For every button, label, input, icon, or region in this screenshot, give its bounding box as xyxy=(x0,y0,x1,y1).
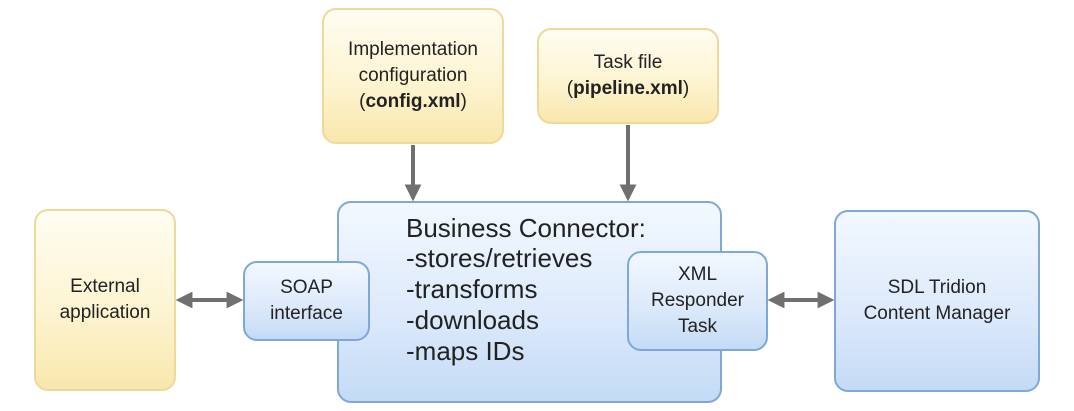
task-file-box: Task file (pipeline.xml) xyxy=(537,28,719,124)
config-xml-filename: config.xml xyxy=(365,91,461,112)
soap-interface-box: SOAP interface xyxy=(243,261,370,341)
sdl-tridion-line1: SDL Tridion xyxy=(887,277,987,298)
impl-config-line1: Implementation xyxy=(348,39,478,60)
soap-line2: interface xyxy=(270,303,343,324)
implementation-configuration-box: Implementation configuration (config.xml… xyxy=(322,8,504,144)
business-connector-item: -transforms xyxy=(406,274,538,304)
paren-close: ) xyxy=(460,91,467,112)
paren-open: ( xyxy=(359,91,366,112)
business-connector-title: Business Connector: xyxy=(406,213,646,243)
xml-responder-line2: Responder xyxy=(651,290,744,311)
task-file-line1: Task file xyxy=(593,52,663,73)
business-connector-item: -downloads xyxy=(406,305,539,335)
sdl-tridion-content-manager-box: SDL Tridion Content Manager xyxy=(834,210,1040,392)
xml-responder-line3: Task xyxy=(677,316,718,337)
external-app-line2: application xyxy=(59,302,151,323)
task-file-file-line: (pipeline.xml) xyxy=(567,76,689,102)
impl-config-file-line: (config.xml) xyxy=(359,89,467,115)
impl-config-line2: configuration xyxy=(358,65,468,86)
xml-responder-line1: XML xyxy=(677,264,718,285)
pipeline-xml-filename: pipeline.xml xyxy=(573,78,683,99)
soap-line1: SOAP xyxy=(280,277,333,298)
business-connector-item: -stores/retrieves xyxy=(406,243,593,273)
external-application-box: External application xyxy=(34,209,176,391)
external-app-line1: External xyxy=(70,276,140,297)
sdl-tridion-line2: Content Manager xyxy=(863,303,1011,324)
paren-close: ) xyxy=(682,78,690,99)
business-connector-item: -maps IDs xyxy=(406,336,525,366)
paren-open: ( xyxy=(566,78,574,99)
xml-responder-task-box: XML Responder Task xyxy=(627,251,768,351)
